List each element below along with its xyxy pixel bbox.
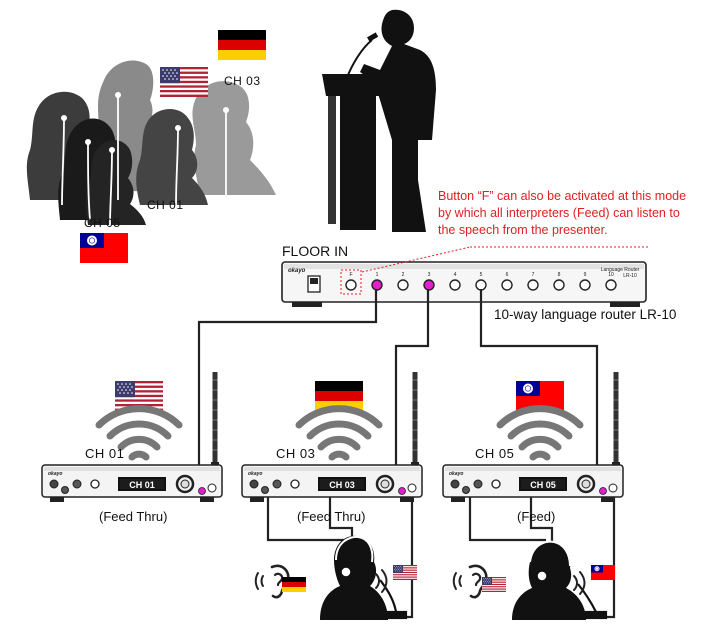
tx-mode-label-3: (Feed) (517, 509, 556, 524)
interpreter-headset-icon (320, 535, 586, 620)
router-key-button[interactable] (397, 279, 409, 291)
voice-icon (573, 571, 586, 595)
note-line-1: Button “F” can also be activated at this… (438, 189, 687, 203)
note-leader-line (361, 246, 471, 273)
transmitter-row: okayo CH 01 okayo CH 03 okayo CH 05 (40, 371, 625, 504)
flag-germany-icon (218, 30, 266, 60)
transmitter-lcd-display: CH 03 (329, 480, 355, 490)
audience-label-ch03: CH 03 (224, 74, 261, 88)
speaker-podium-icon (322, 9, 436, 233)
ear-icon (452, 564, 488, 599)
router-key-label: 8 (558, 272, 561, 278)
tx-channel-label-2: CH 03 (276, 446, 316, 461)
router-key-button[interactable] (371, 279, 383, 291)
router-key-label: 6 (506, 272, 509, 278)
router-key-label: 1 (376, 272, 379, 278)
router-key-button[interactable] (579, 279, 591, 291)
router-key-label: 4 (454, 272, 457, 278)
floor-in-label: FLOOR IN (282, 243, 349, 259)
tx-channel-label-1: CH 01 (85, 446, 125, 461)
router-key-button[interactable] (423, 279, 435, 291)
router-key-button[interactable] (527, 279, 539, 291)
transmitter-brand: okayo (248, 471, 262, 477)
router-name-label: 10-way language router LR-10 (494, 307, 677, 322)
antenna-icon (210, 371, 220, 471)
router-model-line1: Language Router (601, 267, 640, 273)
router-key-label: 7 (532, 272, 535, 278)
antenna-icon (410, 371, 420, 471)
transmitter-feed-indicator (599, 487, 607, 495)
note-line-2: by which all interpreters (Feed) can lis… (438, 206, 680, 220)
router-key-button[interactable] (449, 279, 461, 291)
router-key-label: 2 (402, 272, 405, 278)
router-key-button[interactable] (605, 279, 617, 291)
router-key-label: 10 (608, 272, 614, 278)
router-key-f-button[interactable] (345, 279, 357, 291)
flag-usa-icon (482, 577, 506, 592)
router-key-button[interactable] (475, 279, 487, 291)
flag-germany-icon (282, 577, 306, 592)
transmitter-brand: okayo (449, 471, 463, 477)
transmitter-lcd-display: CH 05 (530, 480, 556, 490)
router-key-label: 3 (428, 272, 431, 278)
transmitter-brand: okayo (48, 471, 62, 477)
language-router-lr10: okayo Language Router LR-10 F 1 2 3 4 5 6 7 8 9 10 (281, 261, 647, 307)
router-key-label: 9 (584, 272, 587, 278)
router-brand: okayo (288, 268, 306, 274)
tx-channel-label-3: CH 05 (475, 446, 515, 461)
router-key-label: F (349, 272, 352, 278)
flag-taiwan-icon (591, 565, 615, 580)
note-line-3: the speech from the presenter. (438, 223, 608, 237)
router-key-button[interactable] (553, 279, 565, 291)
transmitter-lcd-display: CH 01 (129, 480, 155, 490)
flag-taiwan-icon (80, 233, 128, 263)
tx-mode-label-1: (Feed Thru) (99, 509, 168, 524)
transmitter-feed-indicator (198, 487, 206, 495)
antenna-icon (611, 371, 621, 471)
router-key-row: F 1 2 3 4 5 6 7 8 9 10 (345, 272, 617, 291)
audience-label-ch05: CH 05 (84, 216, 121, 230)
feed-mode-note: Button “F” can also be activated at this… (438, 188, 727, 239)
flag-usa-icon (393, 565, 417, 580)
audience-silhouette-icon (26, 60, 276, 226)
router-model-line2: LR-10 (623, 273, 637, 279)
flag-usa-icon (160, 67, 208, 97)
router-key-label: 5 (480, 272, 483, 278)
transmitter-feed-indicator (398, 487, 406, 495)
audience-label-ch01: CH 01 (147, 198, 184, 212)
router-key-button[interactable] (501, 279, 513, 291)
microphone-icon (379, 579, 608, 620)
tx-mode-label-2: (Feed Thru) (297, 509, 366, 524)
